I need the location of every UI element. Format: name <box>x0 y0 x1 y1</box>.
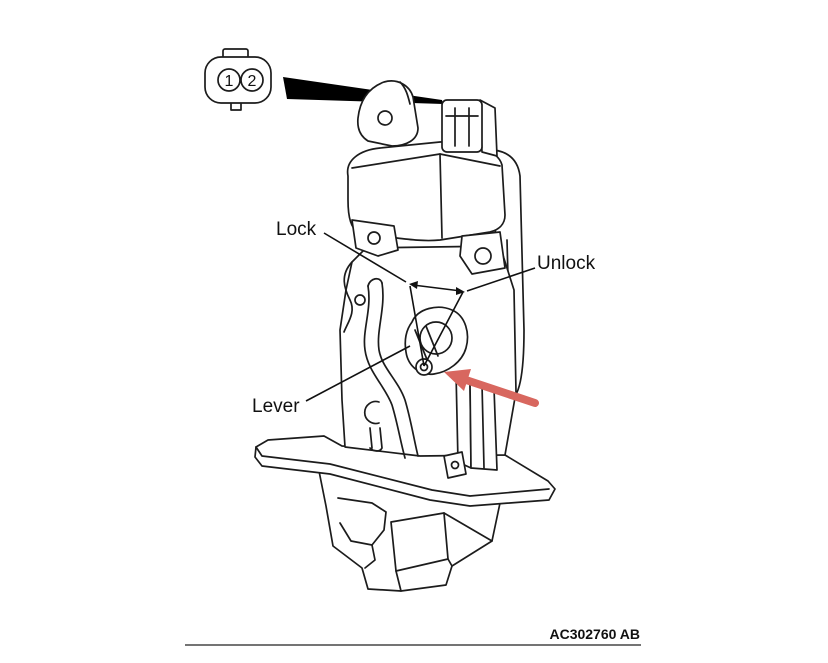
two-pin-connector-icon <box>204 48 272 111</box>
mounting-hole-left <box>354 294 366 306</box>
lever-arm <box>414 325 439 363</box>
unlock-leader-line <box>466 267 536 292</box>
linkage-arm-outer <box>363 285 406 459</box>
red-arrow-head <box>444 369 471 391</box>
connector-pin-1-label: 1 <box>225 73 234 90</box>
lock-leader-line <box>323 232 407 283</box>
lever-ring <box>419 321 453 355</box>
connector-pin-2-circle <box>240 68 264 92</box>
travel-arrowhead-lock-icon <box>409 281 418 289</box>
callout-lines <box>305 232 536 402</box>
lock-position-line <box>409 285 425 367</box>
small-bracket-hole <box>450 460 460 470</box>
lock-label: Lock <box>276 219 317 240</box>
lower-post <box>369 427 383 452</box>
lever-label: Lever <box>252 396 300 417</box>
mounting-hole-bracket-left <box>367 231 381 245</box>
actuator-connector-plug <box>441 99 483 153</box>
reference-code: AC302760 AB <box>549 626 640 642</box>
flange-edge-line <box>255 446 550 497</box>
latch-left-slot <box>337 497 387 546</box>
linkage-arm-inner <box>377 282 419 457</box>
base-flange-plate <box>254 435 556 507</box>
top-ear-hole <box>377 110 393 126</box>
connector-plug-ribs <box>445 107 479 147</box>
latch-bottom-edge <box>395 512 493 592</box>
vertical-rod-detail <box>481 383 485 469</box>
housing-front-edge <box>439 153 443 239</box>
mounting-hole-bracket-right <box>474 247 492 265</box>
linkage-arm-cap <box>367 277 383 287</box>
travel-arrowhead-unlock-icon <box>456 287 465 295</box>
unlock-label: Unlock <box>537 253 596 274</box>
lever-leader-line <box>305 345 411 402</box>
top-ear-edge <box>399 81 411 105</box>
body-left-contour <box>343 261 354 333</box>
connector-pin-2-label: 2 <box>248 73 257 90</box>
red-arrow-icon <box>444 369 539 407</box>
lock-unlock-travel-arrow <box>412 284 462 292</box>
red-arrow-shaft <box>462 376 539 407</box>
unlock-position-line <box>423 291 464 367</box>
connector-pin-1-circle <box>217 68 241 92</box>
latch-slot-edge <box>364 544 376 569</box>
actuator-line-art <box>254 80 556 592</box>
c-shaped-hole <box>363 400 380 425</box>
